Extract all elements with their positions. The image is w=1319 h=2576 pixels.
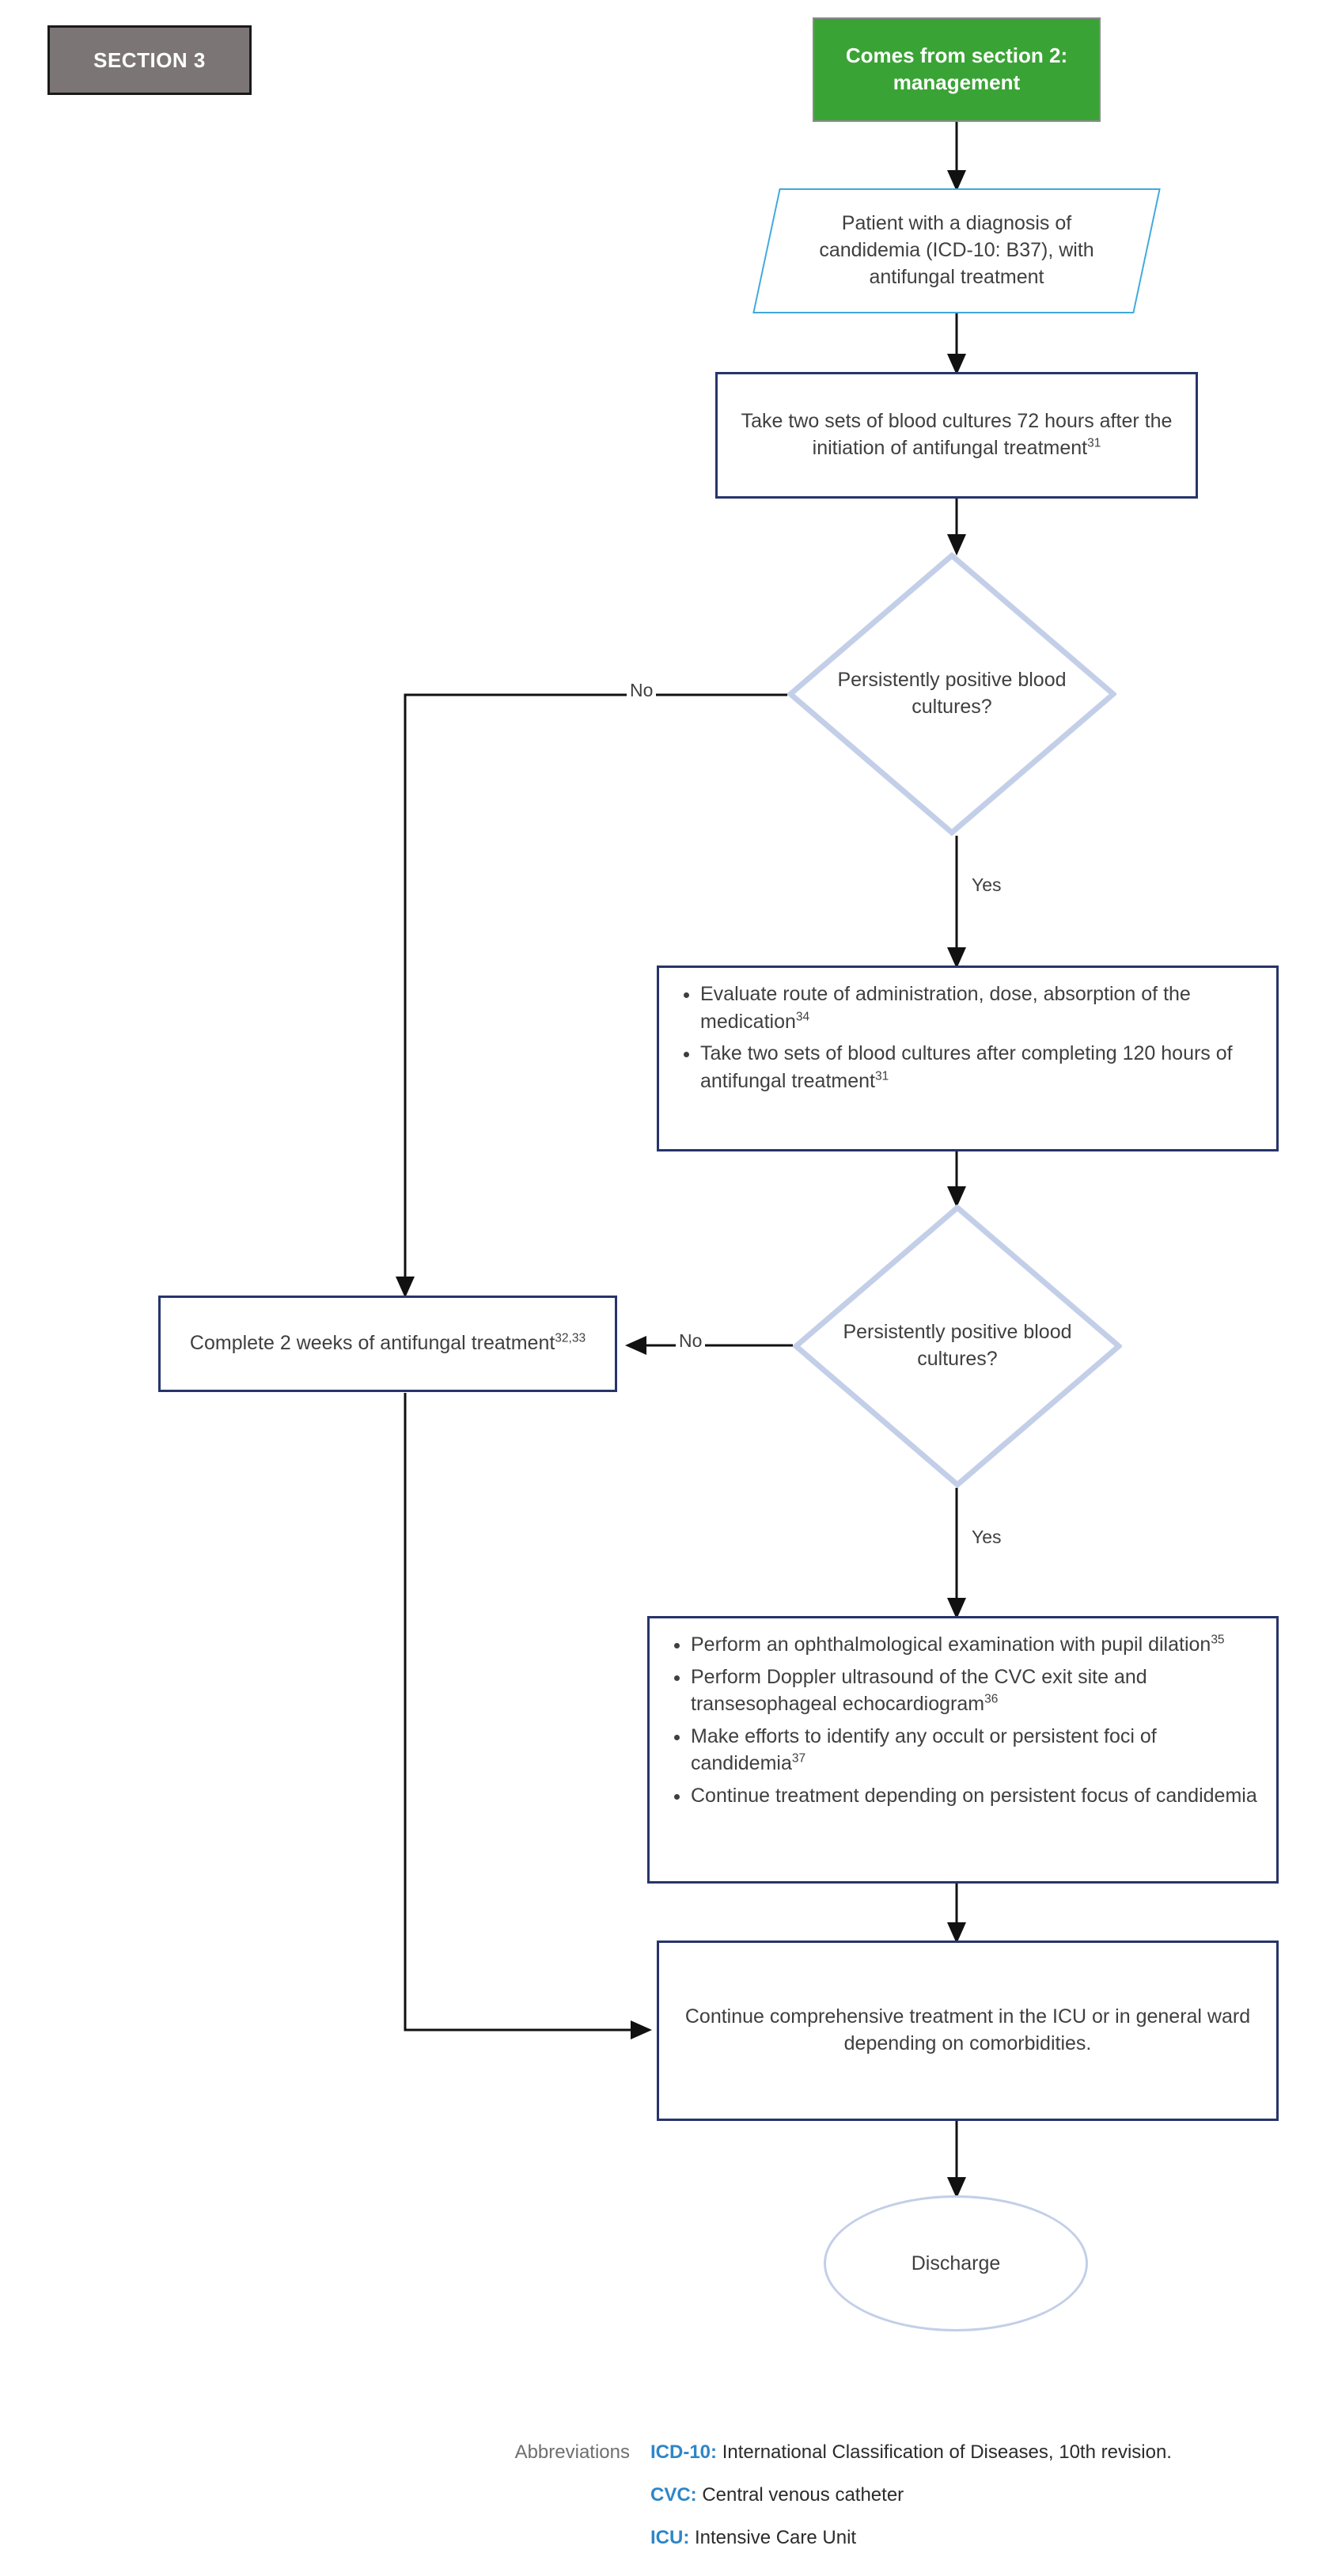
reference-marker: 31 xyxy=(1087,436,1101,450)
node-continue-treatment-label: Continue comprehensive treatment in the … xyxy=(684,2005,1251,2054)
node-complete-2-weeks-label: Complete 2 weeks of antifungal treatment… xyxy=(189,1331,586,1355)
reference-marker: 34 xyxy=(795,1010,810,1024)
node-continue-comprehensive-treatment[interactable]: Continue comprehensive treatment in the … xyxy=(657,1941,1279,2121)
node-patient-diagnosis[interactable]: Patient with a diagnosis of candidemia (… xyxy=(752,188,1161,313)
node-start-label: Comes from section 2: management xyxy=(845,44,1068,94)
list-item: Perform an ophthalmological examination … xyxy=(691,1631,1259,1659)
abbreviation-term: ICD-10: xyxy=(650,2441,718,2463)
section-badge: SECTION 3 xyxy=(47,25,252,95)
node-evaluate-route-of-administration[interactable]: Evaluate route of administration, dose, … xyxy=(657,966,1279,1151)
reference-marker: 37 xyxy=(791,1751,806,1766)
node-workup-ophthalmological-doppler[interactable]: Perform an ophthalmological examination … xyxy=(647,1616,1279,1884)
abbreviation-term: CVC: xyxy=(650,2484,697,2506)
abbreviations-list: ICD-10: International Classification of … xyxy=(650,2441,1172,2549)
node-blood-cultures-72h-label: Take two sets of blood cultures 72 hours… xyxy=(741,410,1173,459)
reference-marker: 32,33 xyxy=(555,1331,586,1345)
list-item: Evaluate route of administration, dose, … xyxy=(700,981,1259,1035)
edge-label-decision1-no: No xyxy=(627,680,657,701)
edge-label-decision2-yes: Yes xyxy=(968,1527,1005,1548)
list-item: Continue treatment depending on persiste… xyxy=(691,1782,1259,1810)
node-discharge-label: Discharge xyxy=(911,2252,1001,2274)
workup-bullet-list: Perform an ophthalmological examination … xyxy=(664,1631,1259,1809)
node-decision-2-label: Persistently positive blood cultures? xyxy=(843,1321,1072,1370)
abbreviation-term: ICU: xyxy=(650,2527,690,2548)
edge-complete-to-continue xyxy=(404,1393,652,2039)
reference-marker: 31 xyxy=(874,1069,889,1083)
list-item: Make efforts to identify any occult or p… xyxy=(691,1723,1259,1777)
reference-marker: 35 xyxy=(1211,1633,1225,1647)
list-item: Perform Doppler ultrasound of the CVC ex… xyxy=(691,1664,1259,1718)
node-decision-persistently-positive-1[interactable]: Persistently positive blood cultures? xyxy=(787,552,1116,836)
abbreviations-heading: Abbreviations xyxy=(514,2441,630,2463)
list-item: Take two sets of blood cultures after co… xyxy=(700,1040,1259,1095)
diamond-shape xyxy=(787,552,1116,836)
edge-label-decision1-yes: Yes xyxy=(968,874,1005,896)
abbreviation-definition: Intensive Care Unit xyxy=(695,2527,857,2548)
list-item: CVC: Central venous catheter xyxy=(650,2484,1172,2506)
node-blood-cultures-72h[interactable]: Take two sets of blood cultures 72 hours… xyxy=(715,372,1198,499)
node-complete-2-weeks-antifungal[interactable]: Complete 2 weeks of antifungal treatment… xyxy=(158,1296,617,1392)
node-patient-label: Patient with a diagnosis of candidemia (… xyxy=(819,212,1094,288)
list-item: ICU: Intensive Care Unit xyxy=(650,2527,1172,2549)
diamond-shape xyxy=(793,1205,1122,1488)
reference-marker: 36 xyxy=(984,1692,999,1706)
evaluate-bullet-list: Evaluate route of administration, dose, … xyxy=(673,981,1259,1095)
section-badge-label: SECTION 3 xyxy=(93,47,206,72)
abbreviation-definition: International Classification of Diseases… xyxy=(722,2441,1172,2463)
node-decision-1-label: Persistently positive blood cultures? xyxy=(837,669,1067,718)
node-start-comes-from-section-2[interactable]: Comes from section 2: management xyxy=(813,17,1101,122)
node-discharge[interactable]: Discharge xyxy=(824,2195,1088,2331)
edge-label-decision2-no: No xyxy=(676,1330,706,1352)
abbreviation-definition: Central venous catheter xyxy=(702,2484,904,2506)
list-item: ICD-10: International Classification of … xyxy=(650,2441,1172,2464)
node-decision-persistently-positive-2[interactable]: Persistently positive blood cultures? xyxy=(793,1205,1122,1488)
